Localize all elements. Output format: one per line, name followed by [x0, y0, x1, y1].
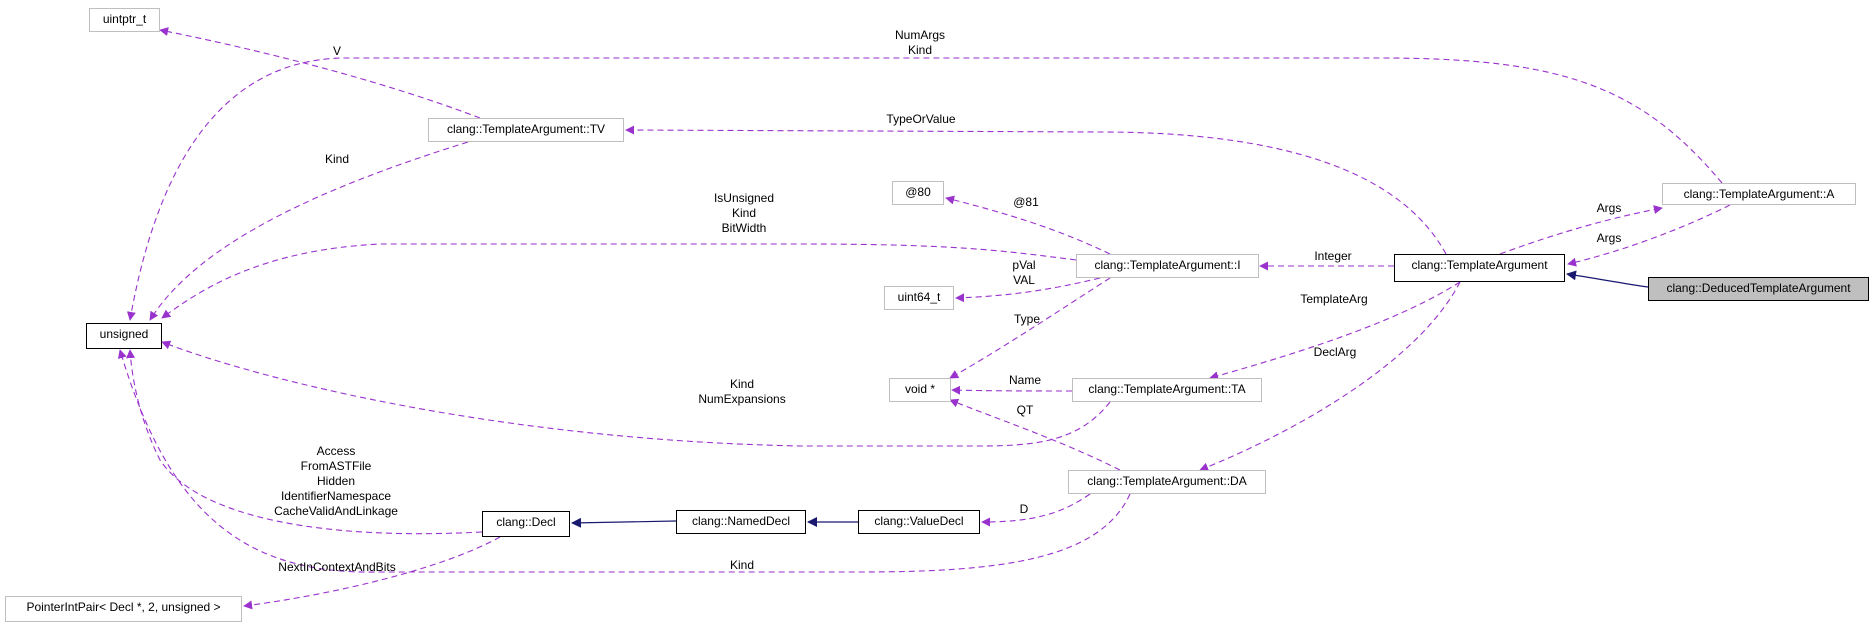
edge-label-line: D [1019, 502, 1029, 516]
node-named-decl[interactable]: clang::NamedDecl [676, 510, 806, 534]
edge-label-line: Kind [729, 377, 755, 391]
edge-label-line: QT [1016, 403, 1034, 417]
edge-i-to-unsigned [161, 243, 1077, 319]
edge-label-line: IsUnsigned [713, 191, 775, 205]
edge-ta-to-unsigned [161, 340, 1111, 447]
node-template-argument-i[interactable]: clang::TemplateArgument::I [1076, 254, 1259, 278]
edge-label-line: FromASTFile [300, 459, 372, 473]
edge-label-line: NumExpansions [698, 392, 786, 406]
edge-template-argument-to-ta [1209, 281, 1461, 381]
edge-ta-to-void-pointer [951, 385, 1073, 395]
edge-label-line: NextInContextAndBits [278, 560, 396, 574]
edge-deduced-to-template-argument [1566, 270, 1649, 288]
edge-template-argument-to-tv [625, 125, 1447, 255]
edge-label-type: Type [1014, 312, 1040, 327]
edge-i-to-void-pointer [949, 277, 1111, 379]
edge-i-to-at80 [945, 195, 1111, 255]
edge-label-line: Integer [1314, 249, 1352, 263]
edge-label-declarg: DeclArg [1314, 345, 1357, 360]
edge-label-d: D [1020, 502, 1029, 517]
edge-label-line: Kind [731, 206, 757, 220]
edge-da-to-value-decl [981, 493, 1091, 527]
edge-a-to-unsigned [126, 57, 1723, 321]
edge-label-line: VAL [1013, 273, 1035, 287]
edge-label-line: TypeOrValue [886, 112, 956, 126]
node-at80[interactable]: @80 [892, 181, 944, 205]
edge-label-templatearg: TemplateArg [1300, 292, 1367, 307]
edge-label-line: Kind [324, 152, 350, 166]
edge-template-argument-to-da [1199, 281, 1461, 472]
edge-label-nextincontextandbits: NextInContextAndBits [278, 560, 395, 575]
edge-template-argument-to-a [1499, 205, 1663, 255]
edge-label-line: BitWidth [721, 221, 767, 235]
edge-i-to-uint64 [955, 277, 1101, 303]
edge-label-v: V [333, 44, 341, 59]
edge-label-line: DeclArg [1313, 345, 1357, 359]
edge-label-line: IdentifierNamespace [280, 489, 392, 503]
edge-label-kind-da: Kind [730, 558, 754, 573]
edge-label-line: @81 [1013, 195, 1039, 209]
node-uintptr-t[interactable]: uintptr_t [89, 8, 160, 32]
edge-da-to-void-pointer [949, 398, 1121, 471]
edge-label-line: NumArgs [894, 28, 946, 42]
edge-label-line: Name [1008, 373, 1042, 387]
node-uint64-t[interactable]: uint64_t [884, 286, 954, 310]
node-pointer-int-pair[interactable]: PointerIntPair< Decl *, 2, unsigned > [5, 596, 242, 622]
node-template-argument[interactable]: clang::TemplateArgument [1394, 254, 1565, 282]
edge-label-kind-tv: Kind [325, 152, 349, 167]
edge-label-line: Kind [729, 558, 755, 572]
edge-named-decl-to-decl [571, 517, 677, 528]
edge-decl-to-pointer-int-pair [243, 536, 501, 610]
node-template-argument-a[interactable]: clang::TemplateArgument::A [1662, 183, 1856, 205]
edge-label-qt: QT [1017, 403, 1034, 418]
node-unsigned[interactable]: unsigned [86, 323, 162, 349]
edge-label-line: Args [1596, 201, 1622, 215]
node-decl[interactable]: clang::Decl [482, 511, 570, 537]
node-template-argument-tv[interactable]: clang::TemplateArgument::TV [428, 118, 624, 142]
edge-label-line: Kind [907, 43, 933, 57]
edge-label-line: CacheValidAndLinkage [274, 504, 398, 518]
node-template-argument-da[interactable]: clang::TemplateArgument::DA [1068, 470, 1266, 494]
node-template-argument-ta[interactable]: clang::TemplateArgument::TA [1072, 378, 1262, 402]
edge-label-line: V [332, 44, 342, 58]
edge-da-to-unsigned [117, 349, 1131, 573]
edge-label-args-bottom: Args [1597, 231, 1622, 246]
node-deduced-template-argument[interactable]: clang::DeducedTemplateArgument [1648, 277, 1869, 301]
edge-label-line: Args [1596, 231, 1622, 245]
node-void-pointer[interactable]: void * [889, 378, 951, 402]
edge-label-line: TemplateArg [1300, 292, 1368, 306]
edge-a-to-template-argument [1567, 204, 1731, 267]
edge-label-args-top: Args [1597, 201, 1622, 216]
edge-label-line: pVal [1012, 258, 1036, 272]
edge-label-line: Type [1013, 312, 1041, 326]
edge-label-integer: Integer [1314, 249, 1351, 264]
edge-decl-to-unsigned [126, 349, 483, 535]
edge-tv-to-unsigned [149, 141, 469, 321]
edge-label-at81: @81 [1013, 195, 1039, 210]
edge-tv-to-uintptr [159, 27, 481, 119]
edge-label-line: Access [316, 444, 356, 458]
edge-label-typeorvalue: TypeOrValue [886, 112, 955, 127]
node-value-decl[interactable]: clang::ValueDecl [858, 510, 980, 534]
edge-label-line: Hidden [316, 474, 356, 488]
edge-label-name: Name [1009, 373, 1041, 388]
